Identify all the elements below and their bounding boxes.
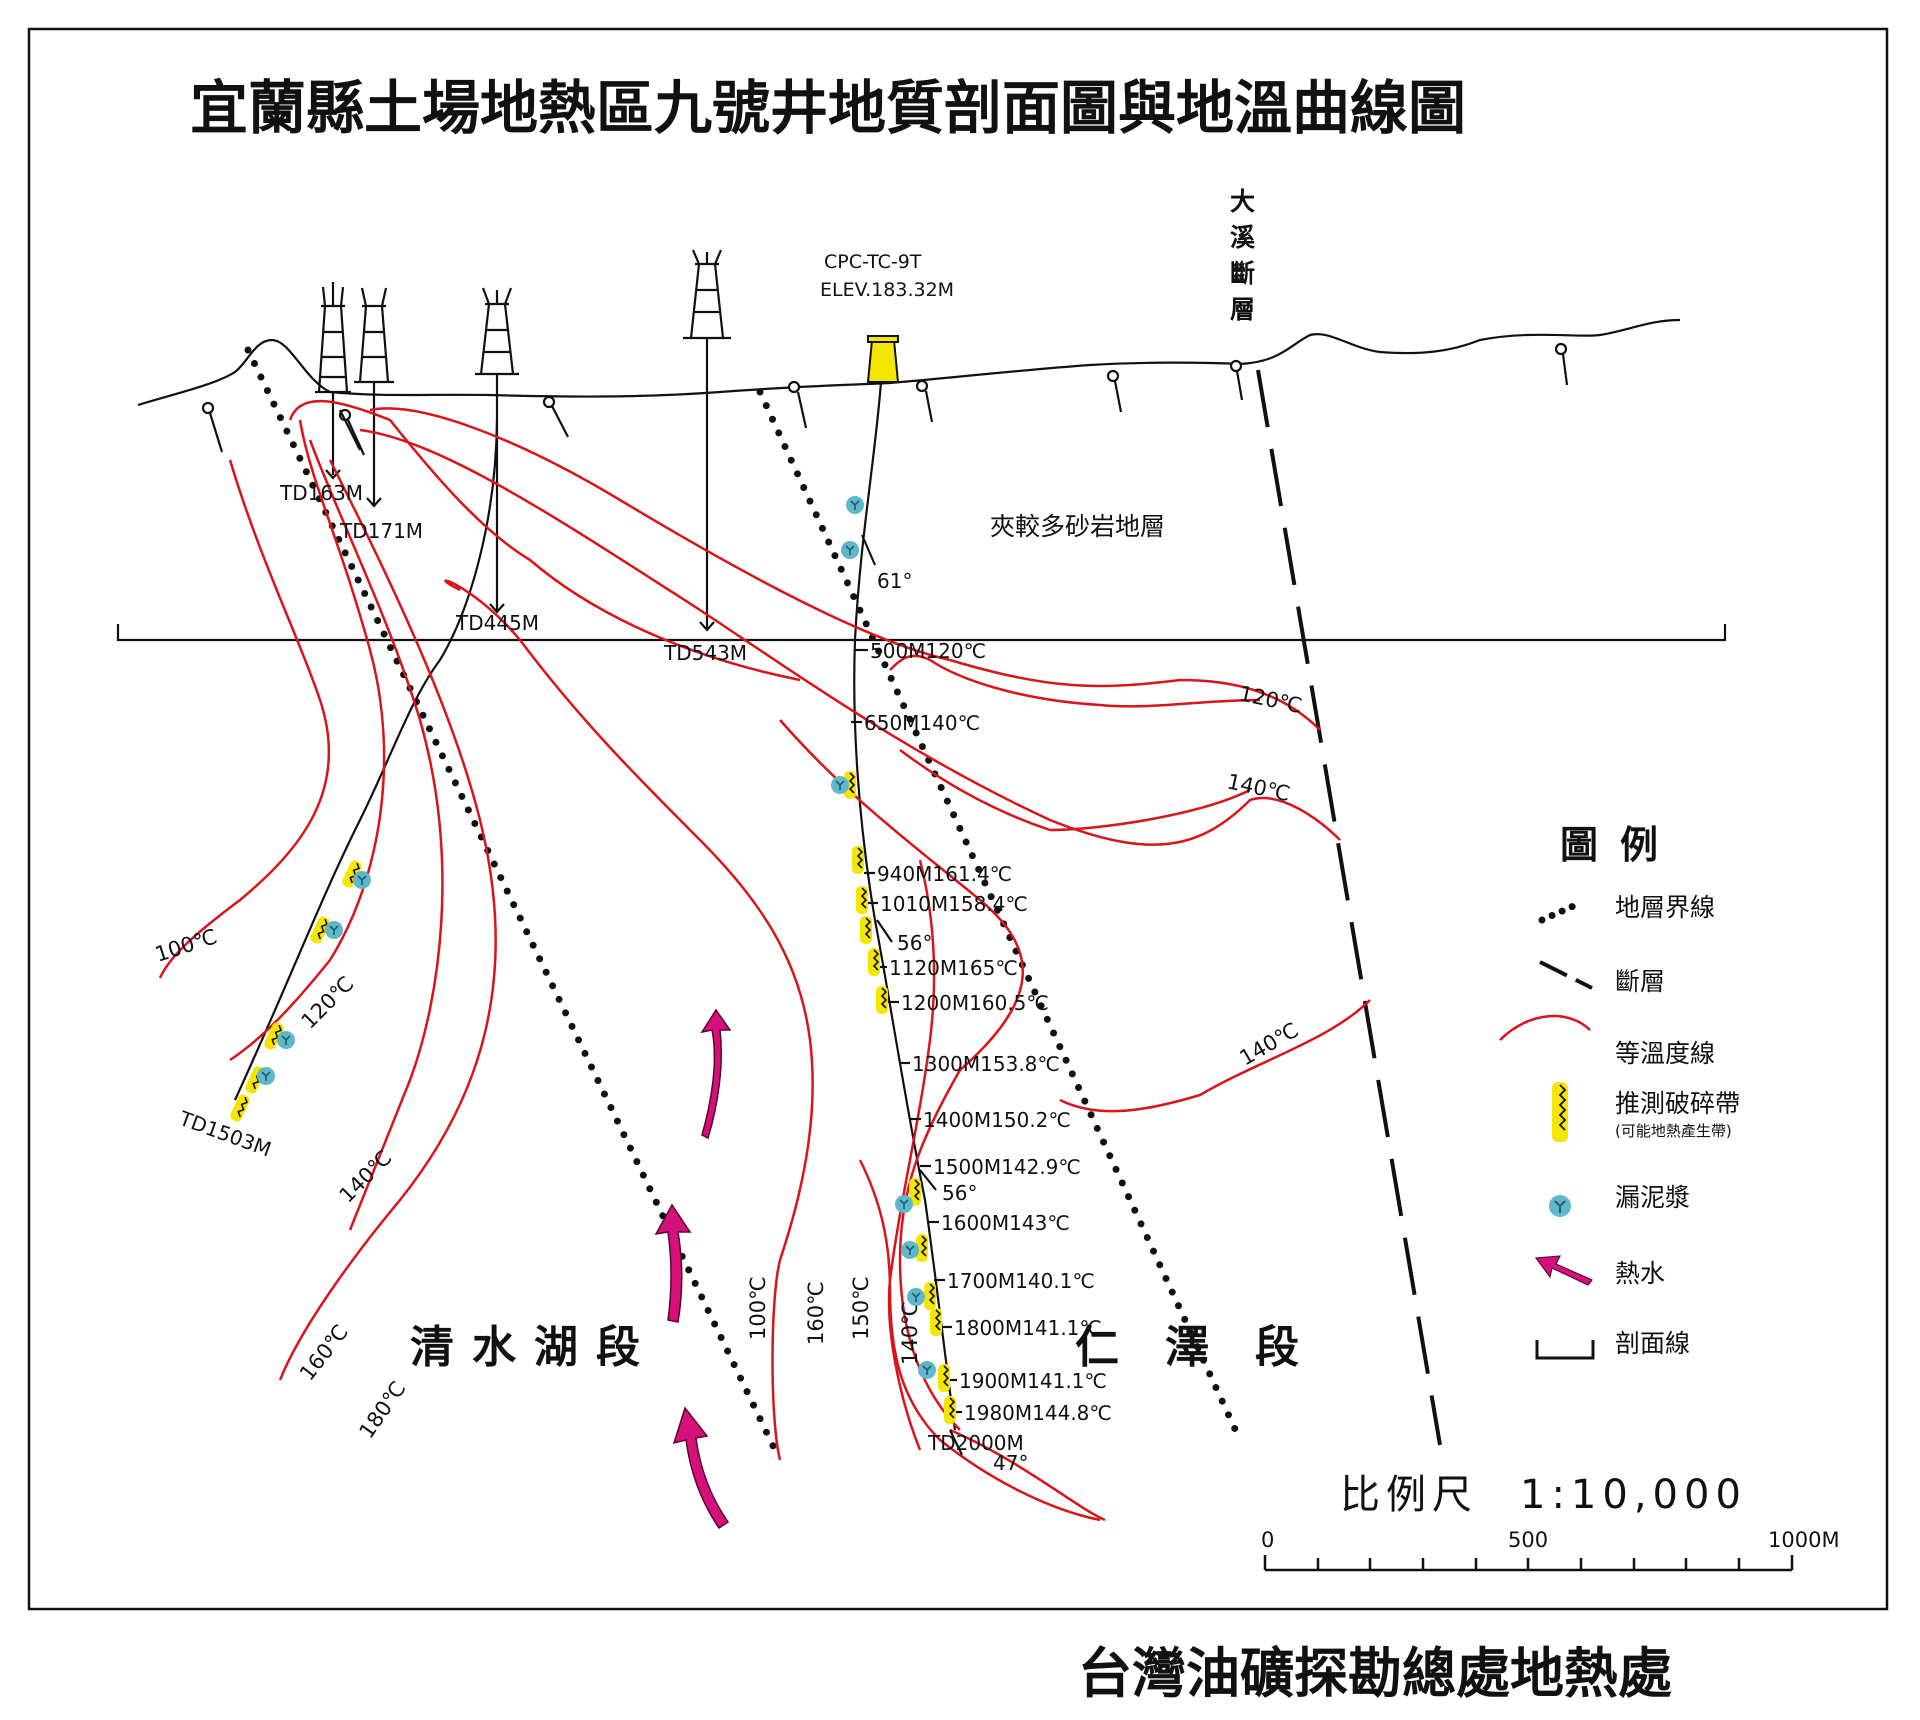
fault-label: 大 溪 斷 層 bbox=[1230, 187, 1256, 324]
svg-text:940M161.4℃: 940M161.4℃ bbox=[877, 862, 1012, 886]
svg-text:段: 段 bbox=[1255, 1322, 1317, 1373]
scale-bar: 比例尺 1:10,000 0 500 1000M bbox=[1261, 1472, 1840, 1572]
main-well-rig-icon bbox=[866, 335, 900, 383]
svg-text:1980M144.8℃: 1980M144.8℃ bbox=[964, 1401, 1112, 1425]
ground-surface bbox=[137, 318, 1681, 407]
section-line bbox=[116, 624, 1727, 642]
formation-left-label: 清水湖段 bbox=[410, 1322, 658, 1373]
svg-text:650M140℃: 650M140℃ bbox=[864, 711, 980, 735]
dip-label-56b: 56° bbox=[942, 1181, 977, 1205]
legend-mud-loss-icon bbox=[1549, 1195, 1571, 1217]
svg-text:100℃: 100℃ bbox=[746, 1276, 770, 1340]
legend-boundary-label: 地層界線 bbox=[1615, 893, 1715, 922]
svg-text:100℃: 100℃ bbox=[152, 924, 220, 967]
legend-fault-icon bbox=[1539, 960, 1593, 990]
legend-hot-water-icon bbox=[1534, 1255, 1593, 1286]
scale-label: 比例尺 bbox=[1340, 1472, 1478, 1518]
svg-text:120℃: 120℃ bbox=[297, 972, 359, 1034]
scale-tick-0: 0 bbox=[1261, 1528, 1274, 1552]
scale-tick-500: 500 bbox=[1508, 1528, 1548, 1552]
isotherm-lines bbox=[158, 399, 1371, 1522]
legend-mud-loss-label: 漏泥漿 bbox=[1615, 1183, 1690, 1212]
svg-text:1800M141.1℃: 1800M141.1℃ bbox=[954, 1316, 1102, 1340]
scale-tick-1000: 1000M bbox=[1768, 1528, 1840, 1552]
svg-text:溪: 溪 bbox=[1230, 223, 1256, 252]
svg-text:500M120℃: 500M120℃ bbox=[870, 639, 986, 663]
formation-upper-label: 夾較多砂岩地層 bbox=[990, 512, 1165, 541]
main-well-elevation: ELEV.183.32M bbox=[820, 279, 954, 301]
main-well-name: CPC-TC-9T bbox=[824, 251, 922, 273]
mud-loss-icons bbox=[257, 496, 936, 1379]
dip-ticks bbox=[860, 534, 963, 1456]
svg-text:120℃: 120℃ bbox=[1237, 681, 1304, 718]
well-depth-td163: TD163M bbox=[279, 481, 363, 505]
legend-fracture-label: 推測破碎帶 bbox=[1615, 1089, 1740, 1118]
well-depth-td2000: TD2000M bbox=[927, 1431, 1024, 1455]
well-depth-td543: TD543M bbox=[663, 641, 747, 665]
legend-section-label: 剖面線 bbox=[1615, 1329, 1690, 1358]
outcrop-dip-symbols bbox=[201, 342, 1569, 456]
fault-line bbox=[1256, 369, 1442, 1446]
svg-text:160℃: 160℃ bbox=[295, 1320, 353, 1385]
well-depth-td1503: TD1503M bbox=[175, 1106, 274, 1162]
svg-text:140℃: 140℃ bbox=[1225, 769, 1292, 806]
scale-ratio: 1:10,000 bbox=[1520, 1472, 1747, 1518]
diagram-title: 宜蘭縣土場地熱區九號井地質剖面圖與地溫曲線圖 bbox=[190, 74, 1466, 142]
svg-text:1700M140.1℃: 1700M140.1℃ bbox=[947, 1269, 1095, 1293]
svg-text:160℃: 160℃ bbox=[804, 1281, 828, 1345]
legend: 圖例 地層界線 斷層 等溫度線 推測破碎帶 (可能地熱產生帶) 漏泥漿 熱水 剖… bbox=[1499, 823, 1740, 1360]
legend-fracture-icon bbox=[1552, 1082, 1568, 1142]
svg-text:140℃: 140℃ bbox=[335, 1146, 397, 1208]
legend-fracture-note: (可能地熱產生帶) bbox=[1615, 1122, 1732, 1140]
svg-text:1400M150.2℃: 1400M150.2℃ bbox=[923, 1108, 1071, 1132]
svg-text:層: 層 bbox=[1230, 295, 1255, 324]
legend-section-icon bbox=[1535, 1340, 1595, 1360]
formation-boundaries bbox=[244, 346, 1244, 1454]
svg-text:1200M160.5℃: 1200M160.5℃ bbox=[901, 991, 1049, 1015]
svg-text:1120M165℃: 1120M165℃ bbox=[889, 956, 1018, 980]
svg-text:1010M158.4℃: 1010M158.4℃ bbox=[880, 892, 1028, 916]
svg-text:1900M141.1℃: 1900M141.1℃ bbox=[959, 1369, 1107, 1393]
dip-label-56a: 56° bbox=[897, 931, 932, 955]
dip-label-61: 61° bbox=[877, 569, 912, 593]
svg-text:1600M143℃: 1600M143℃ bbox=[941, 1211, 1070, 1235]
legend-boundary-icon bbox=[1538, 900, 1582, 924]
well-depth-td171: TD171M bbox=[339, 519, 423, 543]
formation-right-label: 仁 澤 段 bbox=[1075, 1322, 1317, 1373]
well-depth-td445: TD445M bbox=[455, 611, 539, 635]
svg-text:1300M153.8℃: 1300M153.8℃ bbox=[912, 1052, 1060, 1076]
legend-isotherm-icon bbox=[1499, 1014, 1591, 1041]
svg-text:150℃: 150℃ bbox=[849, 1276, 873, 1340]
legend-fault-label: 斷層 bbox=[1615, 967, 1665, 996]
svg-text:140℃: 140℃ bbox=[1236, 1018, 1303, 1071]
svg-text:大: 大 bbox=[1230, 187, 1255, 216]
svg-text:1500M142.9℃: 1500M142.9℃ bbox=[933, 1155, 1081, 1179]
temperature-readings: 500M120℃ 650M140℃ 940M161.4℃ 1010M158.4℃… bbox=[851, 639, 1112, 1425]
svg-text:180℃: 180℃ bbox=[354, 1377, 410, 1443]
svg-text:仁: 仁 bbox=[1075, 1322, 1137, 1373]
dip-label-47: 47° bbox=[993, 1451, 1028, 1475]
legend-hot-water-label: 熱水 bbox=[1615, 1259, 1665, 1288]
drill-rig-icons bbox=[315, 249, 731, 394]
hot-water-arrows bbox=[654, 1008, 732, 1530]
svg-text:140℃: 140℃ bbox=[898, 1301, 922, 1365]
svg-text:斷: 斷 bbox=[1230, 259, 1255, 288]
wellbores bbox=[234, 338, 957, 1431]
footer-organization: 台灣油礦探勘總處地熱處 bbox=[1078, 1642, 1672, 1705]
svg-text:澤: 澤 bbox=[1165, 1322, 1227, 1373]
diagram-border bbox=[27, 27, 1889, 1611]
legend-title: 圖例 bbox=[1560, 823, 1680, 867]
legend-isotherm-label: 等溫度線 bbox=[1615, 1039, 1715, 1068]
